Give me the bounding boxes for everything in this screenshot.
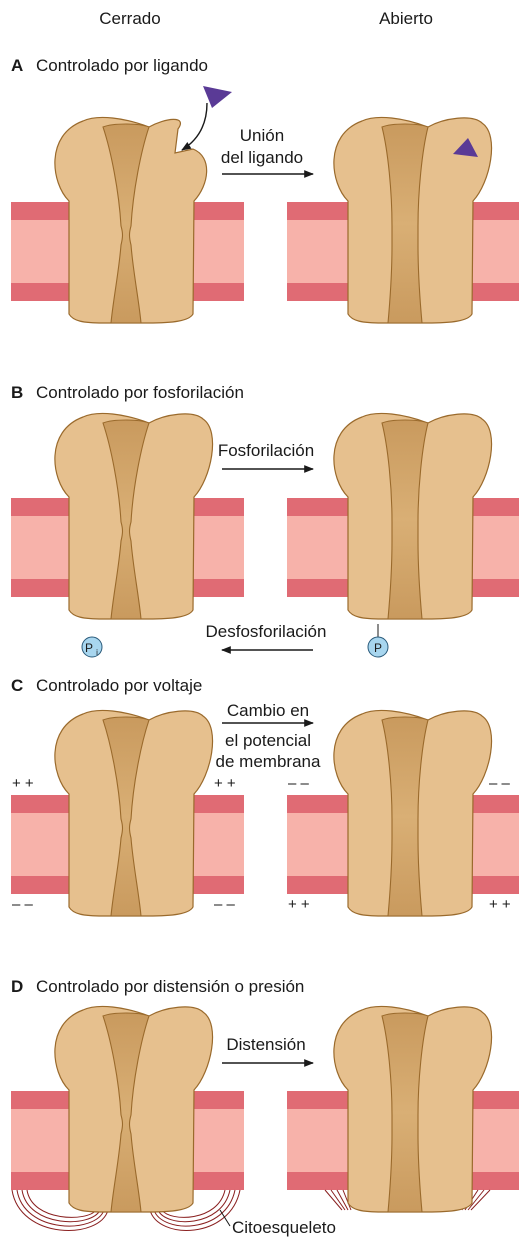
backward-arrow-label: Desfosforilación xyxy=(206,622,327,641)
panel-b: B Controlado por fosforilación Fosforila… xyxy=(11,383,519,657)
panel-a: A Controlado por ligando Unión del ligan… xyxy=(11,56,519,323)
channel-d-open xyxy=(334,1006,492,1212)
column-header-closed: Cerrado xyxy=(99,9,160,28)
inorganic-phosphate-icon: P i xyxy=(82,637,102,657)
charge-closed-bottom-left: – – xyxy=(12,896,34,913)
charge-closed-top-right: + + xyxy=(214,775,236,792)
column-header-open: Abierto xyxy=(379,9,433,28)
charge-open-bottom-right: + + xyxy=(489,896,511,913)
panel-c-arrow-label-2: el potencial xyxy=(225,731,311,750)
panel-a-letter: A xyxy=(11,56,23,75)
panel-a-arrow-label-2: del ligando xyxy=(221,148,303,167)
charge-closed-bottom-right: – – xyxy=(214,896,236,913)
channel-b-open xyxy=(334,413,492,619)
panel-d-title: Controlado por distensión o presión xyxy=(36,977,304,996)
panel-a-title: Controlado por ligando xyxy=(36,56,208,75)
phosphate-group-icon: P xyxy=(368,624,388,657)
panel-d-arrow-label: Distensión xyxy=(226,1035,305,1054)
pi-label: P xyxy=(85,641,93,655)
panel-d-letter: D xyxy=(11,977,23,996)
channel-c-closed xyxy=(55,710,213,916)
charge-open-top-left: – – xyxy=(288,775,310,792)
cytoskeleton-label: Citoesqueleto xyxy=(232,1218,336,1237)
panel-b-title: Controlado por fosforilación xyxy=(36,383,244,402)
panel-a-arrow-label-1: Unión xyxy=(240,126,284,145)
pi-subscript: i xyxy=(96,648,98,657)
panel-b-letter: B xyxy=(11,383,23,402)
cytoskeleton-leader-line xyxy=(220,1210,230,1226)
panel-c-arrow-label-1: Cambio en xyxy=(227,701,309,720)
charge-open-bottom-left: + + xyxy=(288,896,310,913)
panel-c-arrow-label-3: de membrana xyxy=(216,752,321,771)
panel-c-title: Controlado por voltaje xyxy=(36,676,202,695)
panel-c-letter: C xyxy=(11,676,23,695)
forward-arrow-label: Fosforilación xyxy=(218,441,314,460)
ligand-binding-arrow xyxy=(182,103,207,150)
charge-open-top-right: – – xyxy=(489,775,511,792)
channel-c-open xyxy=(334,710,492,916)
p-label: P xyxy=(374,641,382,655)
charge-closed-top-left: + + xyxy=(12,775,34,792)
channel-b-closed xyxy=(55,413,213,619)
panel-c: C Controlado por voltaje Cambio en el po… xyxy=(11,676,519,916)
channel-d-closed xyxy=(55,1006,213,1212)
panel-d: D Controlado por distensión o presión xyxy=(11,977,519,1237)
